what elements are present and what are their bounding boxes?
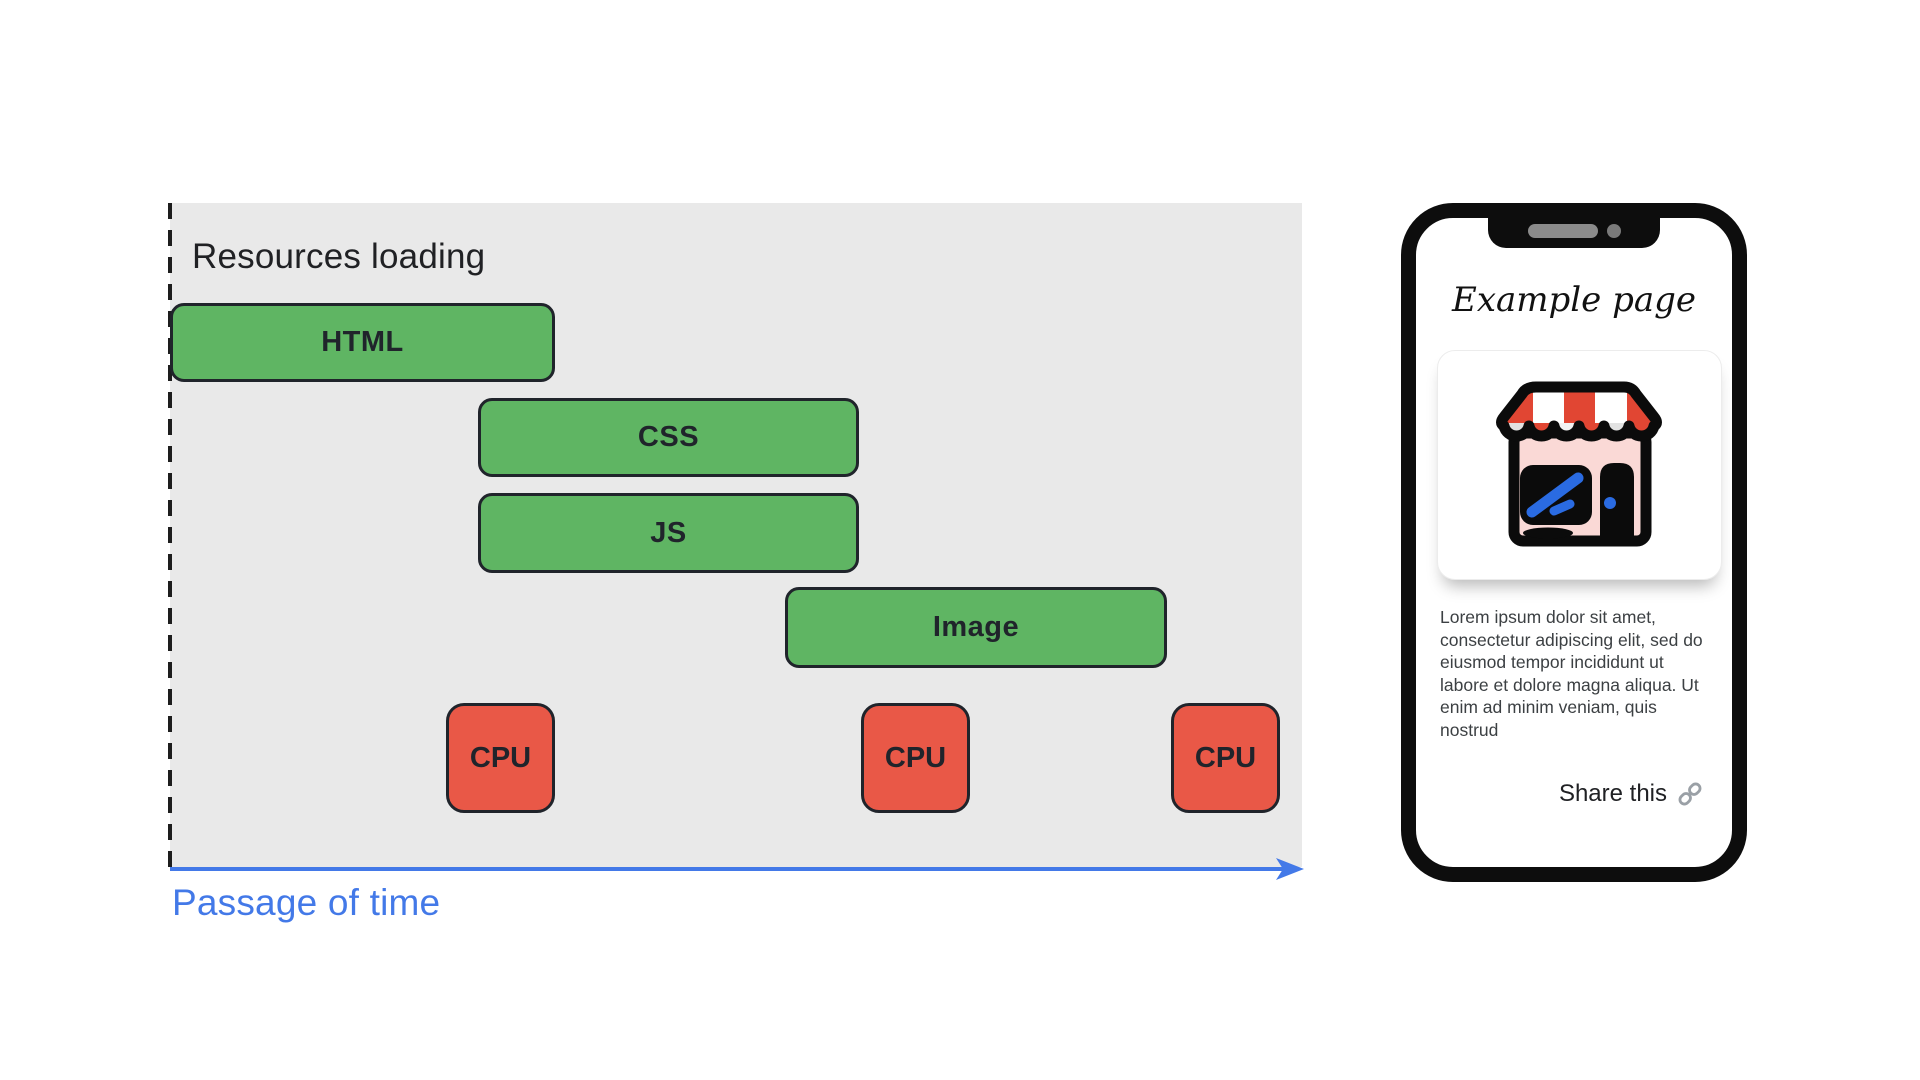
resource-bar-html: HTML <box>170 303 555 382</box>
time-axis-arrow <box>170 858 1304 880</box>
resource-bar-label: CSS <box>637 421 700 453</box>
cpu-block: CPU <box>1171 703 1280 813</box>
axis-label: Passage of time <box>172 882 441 923</box>
resource-bar-js: JS <box>478 493 859 573</box>
panel-title: Resources loading <box>192 237 486 276</box>
share-link[interactable]: Share this <box>1559 780 1704 808</box>
speaker-icon <box>1528 224 1598 238</box>
share-label: Share this <box>1558 780 1667 807</box>
resource-bar-css: CSS <box>478 398 859 477</box>
cpu-label: CPU <box>469 741 532 774</box>
camera-icon <box>1607 224 1621 238</box>
resource-bar-label: Image <box>932 611 1020 643</box>
cpu-label: CPU <box>884 741 947 774</box>
phone-notch <box>1488 216 1660 248</box>
storefront-icon <box>1495 381 1662 547</box>
cpu-block: CPU <box>446 703 555 813</box>
resource-bar-label: HTML <box>321 326 404 358</box>
cpu-label: CPU <box>1194 741 1257 774</box>
page-title: Example page <box>1452 280 1696 320</box>
resource-bar-label: JS <box>650 516 687 549</box>
store-card <box>1437 350 1722 580</box>
resource-bar-image: Image <box>785 587 1167 668</box>
body-paragraph: Lorem ipsum dolor sit amet, consectetur … <box>1440 607 1703 740</box>
timeline-start-line <box>168 203 172 869</box>
cpu-block: CPU <box>861 703 970 813</box>
phone-mockup: Example page <box>1401 203 1747 882</box>
link-icon <box>1678 782 1702 806</box>
